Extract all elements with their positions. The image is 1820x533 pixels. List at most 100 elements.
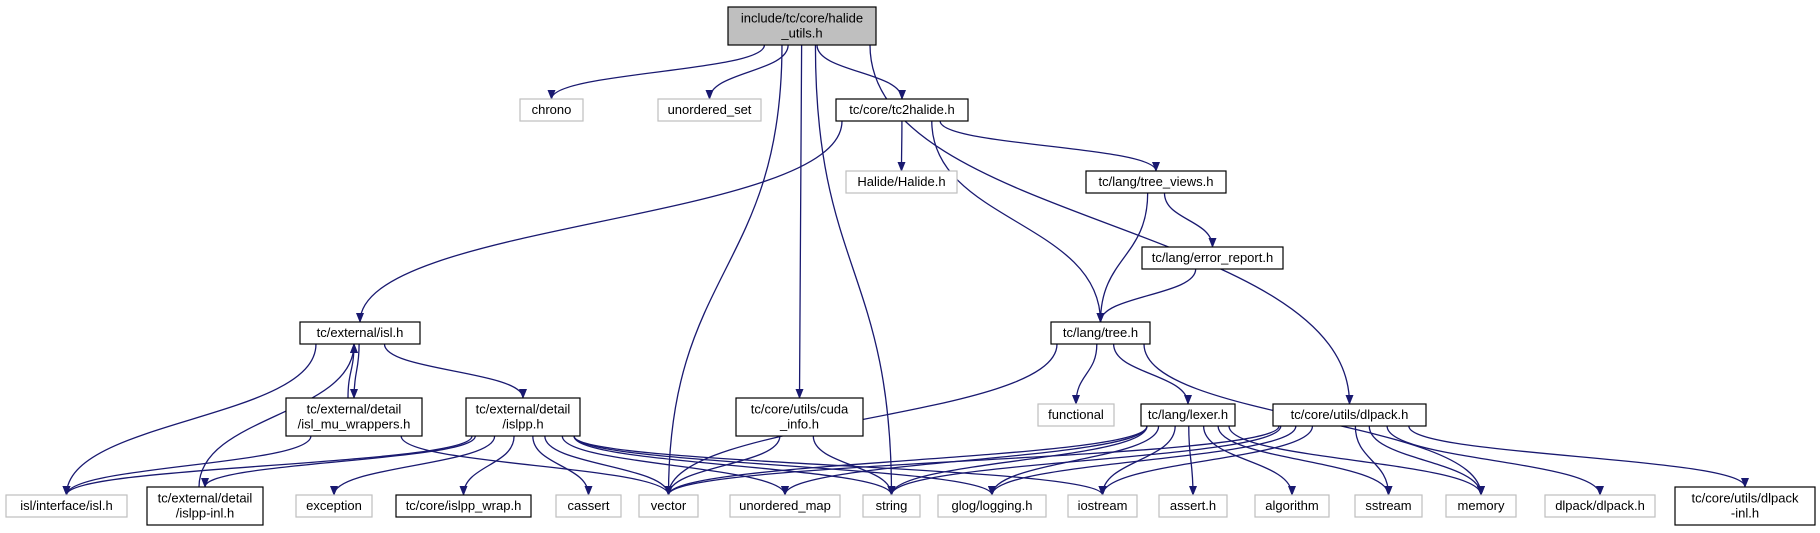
node-root-box — [727, 6, 877, 46]
edge-error_report-to-tree — [1096, 268, 1197, 323]
node-cuda_info-label-0: tc/core/utils/cuda — [751, 402, 849, 417]
node-exception: exception — [295, 494, 373, 518]
edge-root-to-cuda_info — [795, 44, 804, 399]
node-vector-box — [638, 494, 699, 518]
node-cassert-label-0: cassert — [568, 498, 610, 513]
edge-lexer-to-glog — [988, 425, 1160, 496]
node-islpp-label-1: /islpp.h — [502, 417, 543, 432]
edge-isl_mu-to-vector — [400, 435, 673, 496]
edge-islpp-to-vector — [544, 435, 673, 496]
node-dlpack_inl-label-0: tc/core/utils/dlpack — [1692, 491, 1799, 506]
node-memory-box — [1445, 494, 1517, 518]
node-islpp[interactable]: tc/external/detail/islpp.h — [465, 397, 581, 437]
node-isl_mu[interactable]: tc/external/detail/isl_mu_wrappers.h — [285, 397, 423, 437]
node-string: string — [862, 494, 921, 518]
node-vector-label-0: vector — [651, 498, 687, 513]
node-tc2halide[interactable]: tc/core/tc2halide.h — [835, 98, 969, 122]
node-isl_interface-box — [5, 494, 128, 518]
node-halide: Halide/Halide.h — [845, 170, 958, 194]
edge-dlpack_utils-to-memory — [1368, 425, 1485, 496]
node-isl_mu-box — [285, 397, 423, 437]
node-dlpack_inl-box — [1674, 486, 1816, 526]
node-dlpack_inl-label-1: -inl.h — [1731, 506, 1759, 521]
node-algorithm-box — [1254, 494, 1330, 518]
node-root-label-0: include/tc/core/halide — [741, 11, 863, 26]
node-memory-label-0: memory — [1458, 498, 1505, 513]
node-glog-box — [937, 494, 1047, 518]
node-lexer-box — [1140, 403, 1236, 427]
node-assert: assert.h — [1158, 494, 1228, 518]
node-string-label-0: string — [876, 498, 908, 513]
node-islpp-label-0: tc/external/detail — [476, 402, 571, 417]
node-functional-label-0: functional — [1048, 407, 1104, 422]
edge-islpp_inl-to-isl — [198, 343, 358, 488]
node-root[interactable]: include/tc/core/halide_utils.h — [727, 6, 877, 46]
node-dlpack_utils-label-0: tc/core/utils/dlpack.h — [1291, 407, 1409, 422]
edge-tc2halide-to-isl — [356, 120, 843, 323]
node-dlpack_utils[interactable]: tc/core/utils/dlpack.h — [1272, 403, 1427, 427]
node-chrono-box — [519, 98, 584, 122]
edge-root-to-string — [814, 44, 896, 496]
node-tree_views[interactable]: tc/lang/tree_views.h — [1085, 170, 1227, 194]
node-unordered_set-box — [657, 98, 762, 122]
node-functional: functional — [1037, 403, 1115, 427]
edge-lexer-to-sstream — [1217, 425, 1393, 496]
edge-tree-to-functional — [1072, 343, 1098, 405]
edge-cuda_info-to-vector — [664, 435, 781, 496]
node-islpp_wrap[interactable]: tc/core/islpp_wrap.h — [395, 494, 532, 518]
node-tree-box — [1050, 321, 1151, 345]
edge-dlpack_utils-to-dlpack_h — [1386, 425, 1604, 496]
edge-root-to-unordered_set — [705, 44, 789, 100]
node-dlpack_inl[interactable]: tc/core/utils/dlpack-inl.h — [1674, 486, 1816, 526]
node-cuda_info-label-1: _info.h — [779, 417, 819, 432]
node-iostream: iostream — [1067, 494, 1138, 518]
edge-islpp-to-string — [573, 435, 896, 496]
node-unordered_map-box — [729, 494, 841, 518]
node-error_report[interactable]: tc/lang/error_report.h — [1141, 246, 1284, 270]
edge-tree-to-lexer — [1112, 343, 1192, 405]
node-cuda_info[interactable]: tc/core/utils/cuda_info.h — [735, 397, 864, 437]
node-isl_interface-label-0: isl/interface/isl.h — [20, 498, 112, 513]
edge-tc2halide-to-tree — [931, 120, 1105, 323]
node-unordered_set-label-0: unordered_set — [668, 102, 752, 117]
edge-dlpack_utils-to-iostream — [1098, 425, 1314, 496]
edge-islpp-to-unordered_map — [561, 435, 789, 496]
node-exception-box — [295, 494, 373, 518]
edge-islpp-to-islpp_wrap — [459, 435, 515, 496]
edge-lexer-to-assert — [1188, 425, 1197, 496]
edge-dlpack_utils-to-dlpack_inl — [1408, 425, 1749, 488]
node-error_report-box — [1141, 246, 1284, 270]
edge-islpp-to-isl_interface — [62, 435, 473, 496]
edge-root-to-vector — [664, 44, 783, 496]
edge-root-to-tc2halide — [816, 44, 906, 100]
node-islpp_inl-label-1: /islpp-inl.h — [176, 506, 235, 521]
node-algorithm: algorithm — [1254, 494, 1330, 518]
edge-islpp-to-islpp_inl — [201, 435, 476, 488]
node-exception-label-0: exception — [306, 498, 362, 513]
node-sstream-label-0: sstream — [1365, 498, 1411, 513]
node-islpp_wrap-box — [395, 494, 532, 518]
edge-tree_views-to-error_report — [1163, 192, 1217, 248]
node-islpp_inl[interactable]: tc/external/detail/islpp-inl.h — [146, 486, 264, 526]
node-lexer-label-0: tc/lang/lexer.h — [1148, 407, 1228, 422]
edge-lexer-to-algorithm — [1202, 425, 1296, 496]
edge-islpp-to-exception — [330, 435, 496, 496]
node-vector: vector — [638, 494, 699, 518]
node-islpp_inl-label-0: tc/external/detail — [158, 491, 253, 506]
node-sstream: sstream — [1354, 494, 1423, 518]
node-glog: glog/logging.h — [937, 494, 1047, 518]
node-unordered_set: unordered_set — [657, 98, 762, 122]
node-chrono-label-0: chrono — [532, 102, 572, 117]
node-tree[interactable]: tc/lang/tree.h — [1050, 321, 1151, 345]
node-tc2halide-box — [835, 98, 969, 122]
node-lexer[interactable]: tc/lang/lexer.h — [1140, 403, 1236, 427]
node-error_report-label-0: tc/lang/error_report.h — [1152, 250, 1273, 265]
edge-tc2halide-to-tree_views — [939, 120, 1160, 172]
node-iostream-label-0: iostream — [1078, 498, 1128, 513]
node-islpp_wrap-label-0: tc/core/islpp_wrap.h — [406, 498, 522, 513]
node-memory: memory — [1445, 494, 1517, 518]
node-algorithm-label-0: algorithm — [1265, 498, 1318, 513]
node-chrono: chrono — [519, 98, 584, 122]
node-isl[interactable]: tc/external/isl.h — [299, 321, 421, 345]
